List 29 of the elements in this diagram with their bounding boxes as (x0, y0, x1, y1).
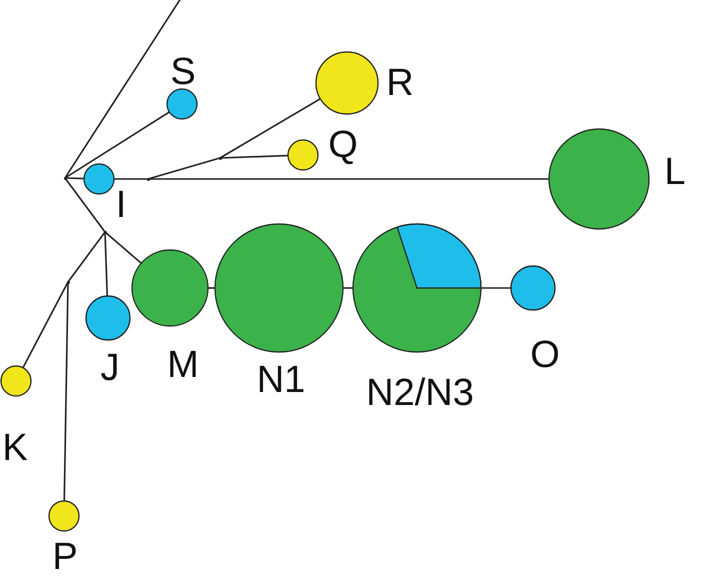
node-label: N1 (256, 361, 306, 399)
connector-line (148, 178, 549, 180)
connector-line (67, 232, 106, 282)
node-label: K (2, 429, 28, 467)
connector-line (64, 177, 84, 180)
connector-line (208, 287, 215, 289)
node-label: L (664, 153, 686, 191)
connector-line (64, 178, 106, 232)
connector-line (22, 282, 69, 368)
connector-line (104, 232, 108, 296)
connector-line (64, 111, 170, 179)
connector-line (63, 282, 69, 502)
node-label: J (100, 349, 120, 387)
connector-line (148, 157, 220, 180)
node-label: N2/N3 (366, 374, 474, 412)
connector-line (104, 231, 142, 264)
node-label: I (116, 186, 126, 224)
connector-line (481, 287, 511, 289)
node-label: O (530, 336, 560, 374)
node-label: Q (328, 126, 358, 164)
node-label: M (167, 346, 199, 384)
node-label: R (386, 64, 414, 102)
connector-line (220, 154, 288, 159)
connector-line (114, 178, 148, 180)
node-label: S (170, 53, 196, 91)
connector-line (64, 0, 182, 178)
connector-line (220, 98, 321, 159)
connector-line (343, 287, 353, 289)
node-label: P (52, 538, 78, 576)
